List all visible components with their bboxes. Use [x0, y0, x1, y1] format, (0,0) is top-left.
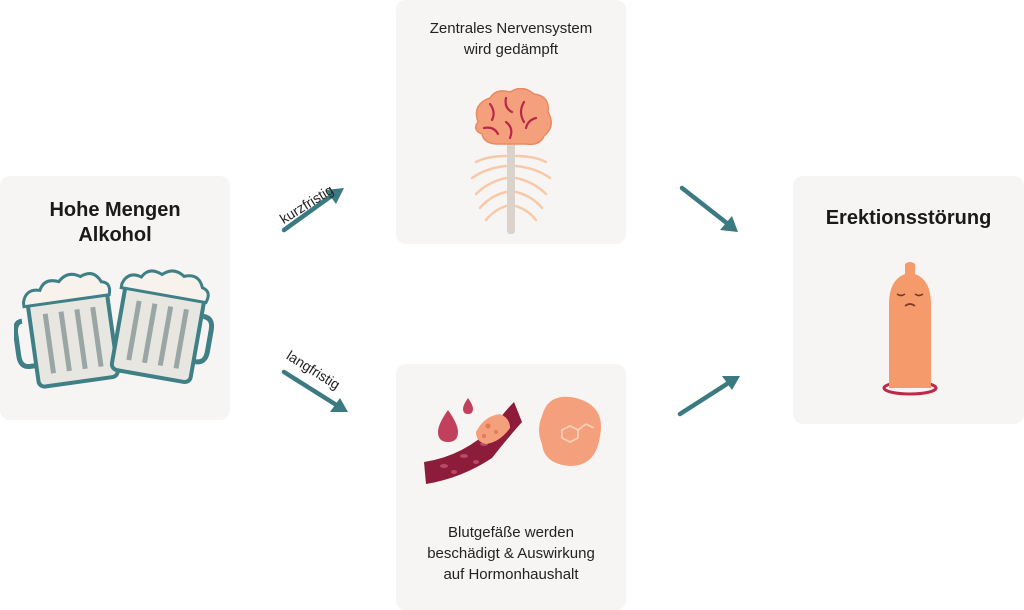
long-term-card: Blutgefäße werden beschädigt & Auswirkun…	[396, 364, 626, 610]
arrow-cause-to-long	[281, 369, 348, 412]
long-term-line3: auf Hormonhaushalt	[443, 566, 579, 583]
cause-card: Hohe Mengen Alkohol	[0, 176, 230, 420]
arrow-cause-to-short	[281, 188, 344, 233]
long-term-text: Blutgefäße werden beschädigt & Auswirkun…	[396, 522, 626, 585]
short-term-line1: Zentrales Nervensystem	[429, 20, 593, 37]
beer-mugs-icon	[14, 269, 215, 389]
brain-spine-icon	[470, 88, 552, 234]
blood-vessel-hormone-icon	[424, 396, 601, 484]
sad-condom-icon	[882, 262, 938, 396]
cause-title-line1: Hohe Mengen	[49, 199, 181, 221]
result-title: Erektionsstörung	[825, 207, 992, 229]
short-term-line2: wird gedämpft	[463, 41, 559, 58]
arrow-short-to-result	[679, 185, 738, 232]
short-term-text: Zentrales Nervensystem wird gedämpft	[396, 18, 626, 60]
short-term-card: Zentrales Nervensystem wird gedämpft	[396, 0, 626, 244]
arrow-long-to-result	[677, 376, 740, 417]
cause-title: Hohe Mengen Alkohol	[0, 198, 230, 248]
long-term-line1: Blutgefäße werden	[448, 524, 574, 541]
result-card: Erektionsstörung	[793, 176, 1024, 424]
cause-title-line2: Alkohol	[78, 224, 152, 246]
long-term-line2: beschädigt & Auswirkung	[427, 545, 595, 562]
